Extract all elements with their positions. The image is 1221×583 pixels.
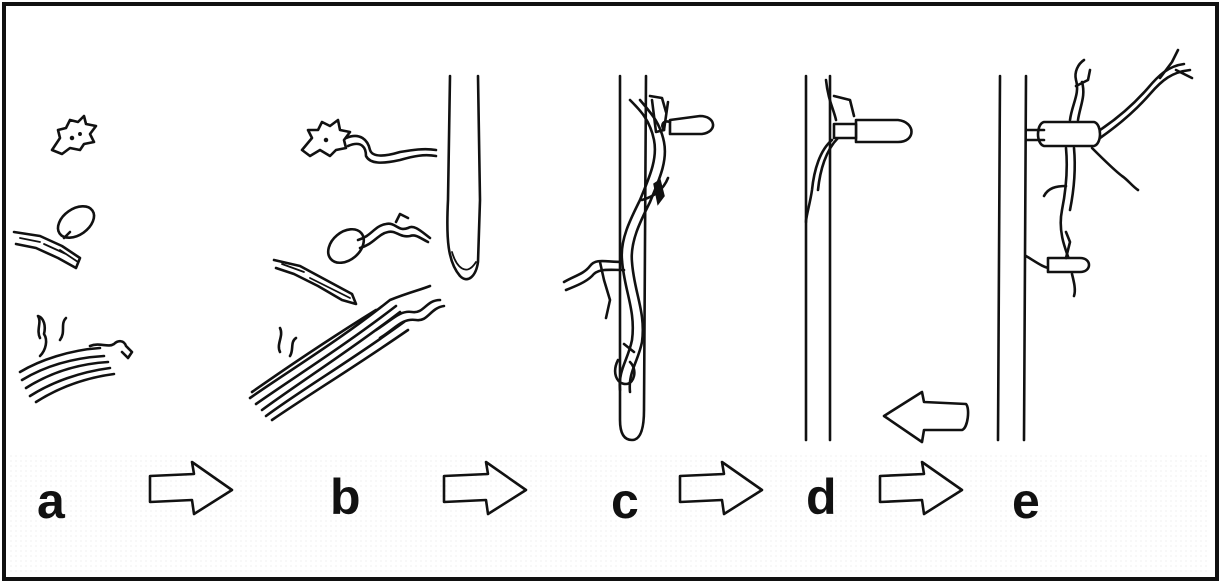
panel-label-e: e	[1012, 476, 1040, 526]
panel-label-a: a	[37, 476, 65, 526]
panel-e-vesicle-lower	[1048, 232, 1089, 296]
panel-a-drawing	[14, 116, 132, 402]
panel-e-root	[998, 76, 1026, 440]
panel-c-drawing	[564, 76, 713, 440]
panel-d-vesicle	[834, 120, 912, 142]
panel-c-hyphae	[564, 100, 668, 392]
panel-a-spore-on-debris	[14, 200, 100, 268]
panel-a-hyphae-fibers	[20, 316, 132, 402]
panel-d-drawing	[806, 76, 912, 440]
panel-label-c: c	[611, 476, 639, 526]
panel-b-germinating-spore	[302, 120, 436, 163]
panel-label-d: d	[806, 472, 837, 522]
panel-e-hyphae	[1026, 50, 1192, 268]
panel-b-root	[447, 76, 480, 279]
panel-e-vesicle-upper	[1026, 122, 1100, 146]
panel-e-drawing	[998, 50, 1192, 440]
arrow-e-to-d	[884, 392, 968, 442]
panel-a-spore	[52, 116, 96, 154]
panel-b-hyphae-fibers	[250, 286, 444, 420]
panel-d-root	[806, 76, 830, 440]
panel-b-spore-on-debris	[274, 214, 430, 304]
panel-b-drawing	[250, 76, 480, 420]
panel-label-b: b	[330, 472, 361, 522]
